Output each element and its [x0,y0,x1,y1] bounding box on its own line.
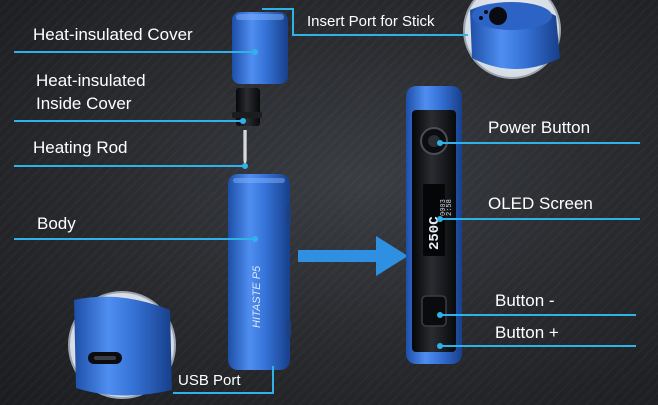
leader-dot [437,216,443,222]
arrow-icon [298,236,408,276]
leader-oled-screen [440,218,640,220]
device-brand-text: HITASTE P5 [251,265,263,328]
leader-body [14,238,254,240]
leader-insert-port [292,34,468,36]
leader-button-plus [440,345,636,347]
label-heat-insulated-cover: Heat-insulated Cover [33,25,193,44]
label-usb-port: USB Port [178,372,241,389]
label-oled-screen: OLED Screen [488,194,593,213]
insert-port-zoom [463,0,561,79]
leader-dot [437,140,443,146]
label-insert-port: Insert Port for Stick [307,13,435,30]
leader-insert-port-vertical [292,8,294,36]
leader-usb-port-vertical [272,366,274,394]
usb-port-zoom [68,291,176,399]
device-front-view [406,86,462,364]
heat-insulated-cover [232,12,288,84]
leader-inside-cover [14,120,242,122]
leader-heat-insulated-cover [14,51,254,53]
leader-dot [437,343,443,349]
label-body: Body [37,214,76,233]
heat-insulated-inside-cover [232,88,262,126]
leader-button-minus [440,314,636,316]
leader-dot [242,163,248,169]
leader-dot [252,236,258,242]
device-body [228,174,291,370]
leader-insert-port-top [262,8,294,10]
leader-dot [437,312,443,318]
label-button-minus: Button - [495,291,555,310]
label-heating-rod: Heating Rod [33,138,128,157]
oled-side-line2: 2:58 [446,199,454,216]
leader-dot [240,118,246,124]
label-inside-cover-line1: Heat-insulated [36,71,146,90]
label-button-plus: Button + [495,323,559,342]
leader-dot [252,49,258,55]
label-power-button: Power Button [488,118,591,137]
leader-heating-rod [14,165,244,167]
heating-rod [243,130,247,166]
leader-usb-port [173,392,273,394]
leader-power-button [440,142,640,144]
label-inside-cover-line2: Inside Cover [36,94,132,113]
